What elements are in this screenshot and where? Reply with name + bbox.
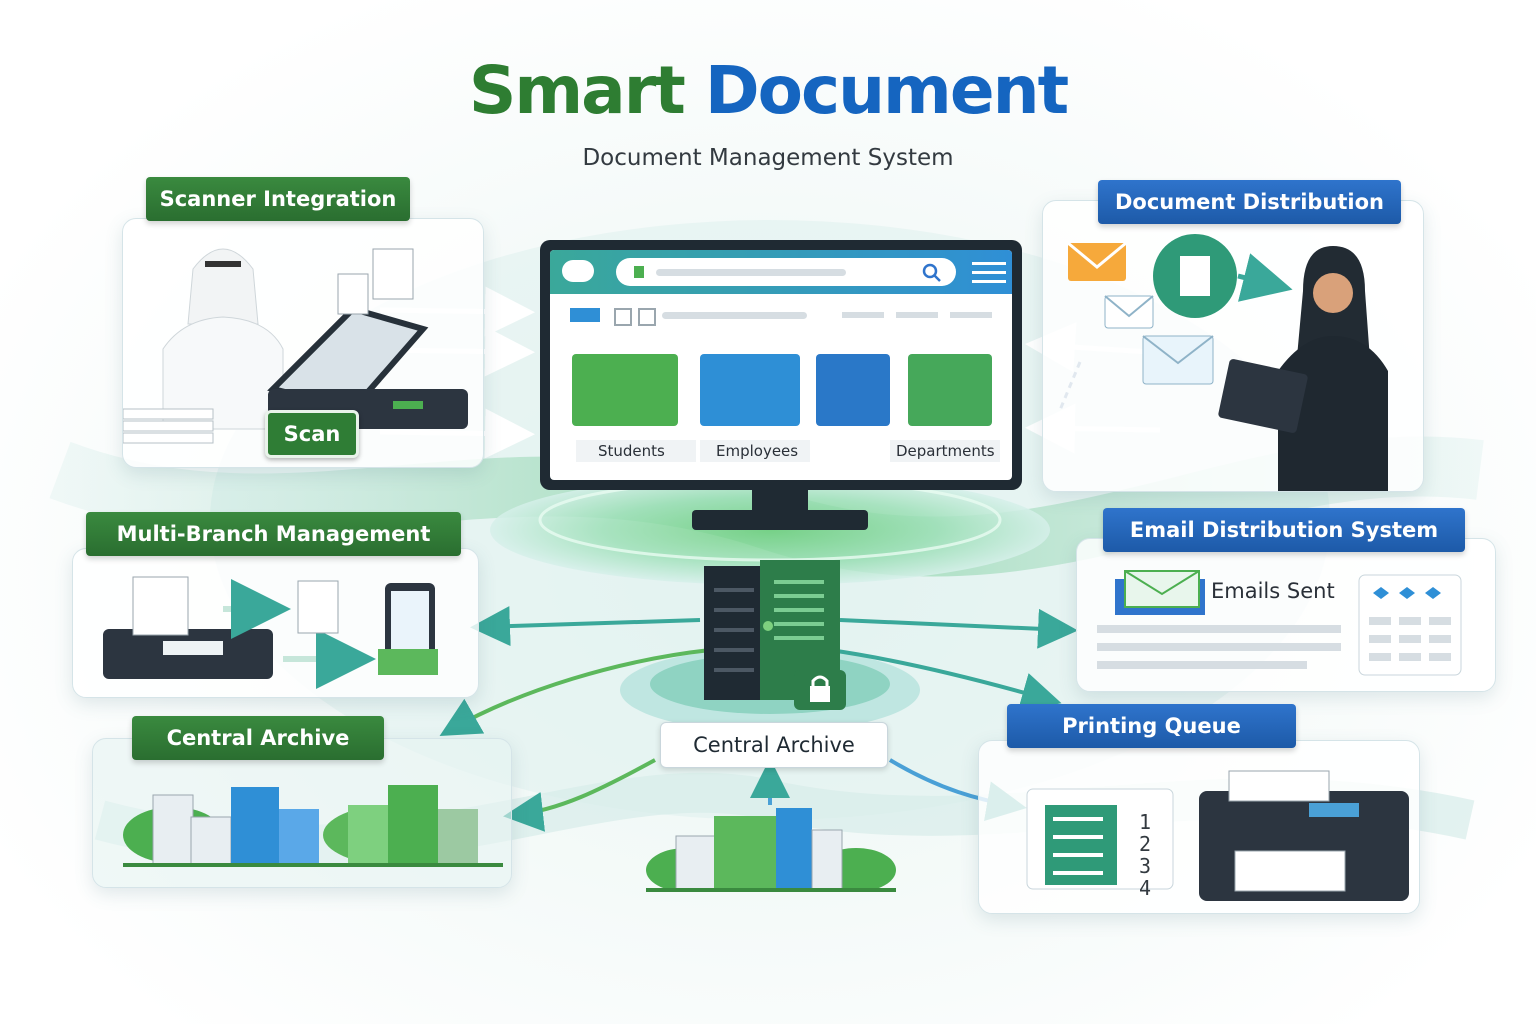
multi-branch-management-label: Multi-Branch Management: [86, 512, 461, 556]
queue-number: 4: [1139, 876, 1152, 900]
toolbar-bar: [662, 312, 807, 319]
page-title: Smart Document: [468, 52, 1069, 129]
city-buildings-illustration: [646, 808, 896, 892]
queue-numbers: 1 2 3 4: [1139, 811, 1169, 899]
monitor-screen: Students Employees Departments: [550, 250, 1012, 480]
central-archive-server-label: Central Archive: [660, 722, 888, 768]
monitor-neck: [752, 488, 808, 512]
folder-employees-icon[interactable]: [700, 354, 800, 426]
server-tower: [704, 560, 840, 700]
page-subtitle: Document Management System: [582, 145, 954, 171]
buildings-illustration: [123, 785, 503, 867]
folder-view-icon[interactable]: [570, 308, 600, 322]
folder-departments-icon[interactable]: [908, 354, 992, 426]
toolbar-bar-4: [950, 312, 992, 318]
folder-records-icon[interactable]: [816, 354, 890, 426]
scan-button[interactable]: Scan: [265, 410, 359, 458]
printing-queue-label: Printing Queue: [1007, 704, 1296, 748]
folder-label-employees[interactable]: Employees: [700, 440, 810, 462]
queue-number: 2: [1139, 832, 1152, 856]
queue-number: 3: [1139, 854, 1152, 878]
toolbar-bar-3: [896, 312, 938, 318]
multi-branch-panel: [72, 548, 479, 698]
email-distribution-system-label: Email Distribution System: [1103, 508, 1465, 552]
checkbox-1[interactable]: [614, 308, 632, 326]
search-icon[interactable]: [922, 263, 942, 283]
folder-students-icon[interactable]: [572, 354, 678, 426]
queue-number: 1: [1139, 810, 1152, 834]
checkbox-2[interactable]: [638, 308, 656, 326]
search-placeholder-bar: [656, 269, 846, 276]
monitor-stand: [692, 510, 868, 530]
printing-panel: 1 2 3 4: [978, 740, 1420, 914]
folder-label-students[interactable]: Students: [576, 440, 696, 462]
emails-sent-text: Emails Sent: [1211, 579, 1335, 603]
central-archive-label: Central Archive: [132, 716, 384, 760]
bookmark-icon: [634, 266, 644, 278]
document-distribution-label: Document Distribution: [1098, 180, 1401, 224]
toolbar-bar-2: [842, 312, 884, 318]
server-illustration: [704, 560, 840, 700]
distribution-illustration: [1067, 234, 1388, 491]
email-illustration: [1097, 570, 1462, 676]
printing-illustration: [1026, 770, 1409, 901]
monitor: Students Employees Departments: [540, 240, 1022, 490]
app-toolbar: [550, 250, 1012, 294]
menu-icon[interactable]: [972, 262, 1006, 284]
lock-icon: [794, 670, 846, 710]
cloud-icon: [562, 260, 594, 282]
folder-label-departments[interactable]: Departments: [890, 440, 1000, 462]
multi-branch-illustration: [103, 576, 438, 689]
central-archive-panel: [92, 738, 512, 888]
distribution-panel: [1042, 200, 1424, 492]
email-panel: [1076, 538, 1496, 692]
search-input[interactable]: [616, 258, 956, 286]
scanner-integration-label: Scanner Integration: [146, 177, 410, 221]
